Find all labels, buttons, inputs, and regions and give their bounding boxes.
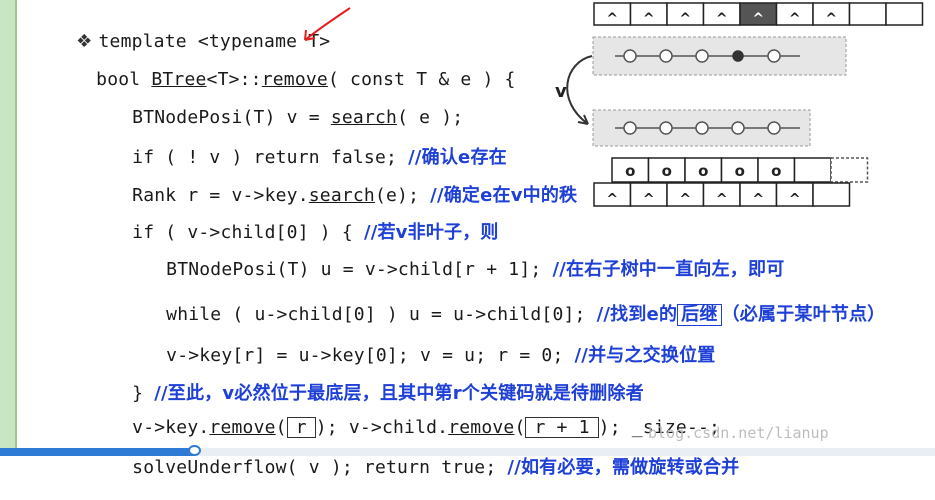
svg-text:^: ^: [716, 11, 728, 27]
key-cell-2: o: [684, 157, 723, 183]
red-arrow-icon: [304, 7, 351, 41]
r-box: r: [286, 417, 316, 438]
svg-text:^: ^: [716, 192, 728, 208]
bottom-pointer-1: ^: [629, 182, 668, 208]
left-border-line: [15, 0, 17, 456]
video-progress-knob[interactable]: [188, 445, 201, 456]
top-pointer-8: [885, 2, 924, 26]
code-line-close-brace: } //至此，v必然位于最底层，且其中第r个关键码就是待删除者: [132, 383, 644, 404]
svg-text:^: ^: [789, 11, 801, 27]
code-line-swap: v->key[r] = u->key[0]; v = u; r = 0; //并…: [166, 345, 716, 366]
bottom-pointer-4: ^: [739, 182, 778, 208]
code-line-search: BTNodePosi(T) v = search( e );: [132, 107, 464, 128]
node-after-keys: [615, 121, 800, 135]
curved-arrow: [566, 55, 593, 125]
key-cell-4: o: [757, 157, 796, 183]
svg-text:^: ^: [643, 11, 655, 27]
code-line-while: while ( u->child[0] ) u = u->child[0]; /…: [166, 304, 886, 326]
comment: //确定e在v中的秩: [430, 185, 578, 206]
svg-text:^: ^: [789, 192, 801, 208]
top-pointer-row: ^ ^ ^ ^ ^ ^ ^: [593, 2, 924, 27]
key-cell-6: [830, 157, 869, 183]
svg-text:^: ^: [606, 192, 618, 208]
bottom-pointer-0: ^: [593, 182, 632, 208]
comment: //在右子树中一直向左，即可: [552, 259, 785, 280]
code-line-u-assign: BTNodePosi(T) u = v->child[r + 1]; //在右子…: [166, 259, 785, 280]
top-pointer-6: ^: [812, 2, 851, 27]
svg-text:^: ^: [752, 192, 764, 208]
svg-text:^: ^: [606, 11, 618, 27]
successor-box: 后继: [677, 304, 722, 326]
btree-diagram: ^ ^ ^ ^ ^ ^ ^ v o o o o o ^ ^ ^ ^ ^ ^: [304, 2, 924, 208]
top-pointer-7: [848, 2, 887, 26]
top-pointer-1: ^: [629, 2, 668, 27]
svg-text:o: o: [625, 162, 635, 180]
node-before-keys: [615, 49, 800, 63]
svg-text:^: ^: [679, 11, 691, 27]
svg-text:^: ^: [643, 192, 655, 208]
code-line-template: ❖template <typename T>: [76, 31, 331, 52]
svg-text:o: o: [771, 162, 781, 180]
bottom-pointer-5: ^: [775, 182, 814, 208]
top-pointer-2: ^: [666, 2, 705, 27]
r-plus-1-box: r + 1: [525, 417, 599, 438]
comment: //至此，v必然位于最底层，且其中第r个关键码就是待删除者: [154, 383, 644, 404]
comment: //如有必要，需做旋转或合并: [507, 457, 740, 478]
top-pointer-3: ^: [702, 2, 741, 27]
bottom-pointer-2: ^: [666, 182, 705, 208]
code-line-if-child: if ( v->child[0] ) { //若v非叶子，则: [132, 222, 499, 243]
bottom-pointer-row: ^ ^ ^ ^ ^ ^: [593, 182, 851, 208]
key-cell-5: [793, 157, 832, 183]
video-progress-track[interactable]: [0, 448, 935, 456]
comment: //确认e存在: [408, 147, 507, 168]
svg-text:^: ^: [752, 11, 764, 27]
svg-text:o: o: [662, 162, 672, 180]
svg-text:^: ^: [679, 192, 691, 208]
svg-text:o: o: [735, 162, 745, 180]
code-line-signature: bool BTree<T>::remove( const T & e ) {: [96, 69, 516, 90]
left-border-strip: [0, 0, 15, 456]
key-cell-1: o: [647, 157, 686, 183]
top-pointer-0: ^: [593, 2, 632, 27]
top-pointer-4: ^: [739, 2, 778, 27]
key-cell-3: o: [720, 157, 759, 183]
key-cell-0: o: [611, 157, 650, 183]
v-label: v: [555, 81, 567, 102]
bottom-pointer-6: [812, 182, 851, 207]
svg-text:^: ^: [825, 11, 837, 27]
code-line-remove: v->key.remove(r); v->child.remove(r + 1)…: [132, 417, 721, 438]
video-progress-fill: [0, 448, 195, 456]
diamond-bullet-icon: ❖: [76, 31, 93, 52]
code-line-check: if ( ! v ) return false; //确认e存在: [132, 147, 507, 168]
code-line-rank: Rank r = v->key.search(e); //确定e在v中的秩: [132, 185, 578, 206]
comment: //并与之交换位置: [574, 345, 716, 366]
bottom-pointer-3: ^: [702, 182, 741, 208]
top-pointer-5: ^: [775, 2, 814, 27]
watermark: blog.csdn.net/lianup: [648, 424, 829, 442]
svg-text:o: o: [698, 162, 708, 180]
comment: //若v非叶子，则: [363, 222, 499, 243]
